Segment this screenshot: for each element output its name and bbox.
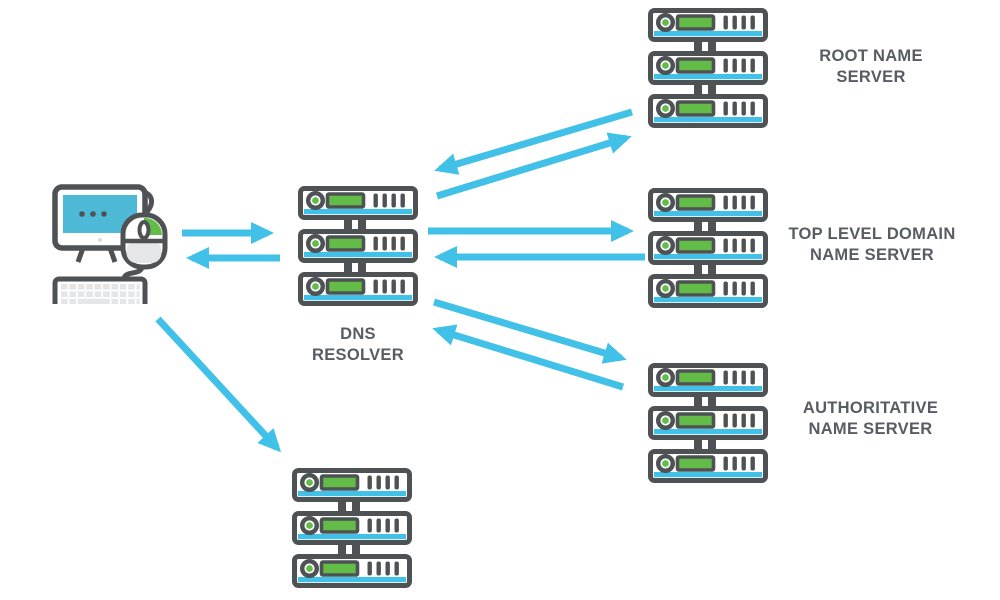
root-name-server-label: ROOT NAME SERVER [772, 46, 970, 88]
label-line: ROOT NAME [819, 47, 923, 65]
arrow-client-to-extra [155, 316, 282, 453]
label-line: DNS [340, 325, 376, 343]
mouse-icon [120, 212, 168, 270]
authoritative-name-server-label: AUTHORITATIVE NAME SERVER [768, 398, 973, 440]
extra-server-stack-icon [292, 468, 412, 588]
label-line: TOP LEVEL DOMAIN [788, 225, 956, 243]
label-line: NAME SERVER [809, 246, 935, 264]
client-computer-icon [52, 184, 168, 304]
label-line: NAME SERVER [808, 420, 933, 438]
arrow-resolver-to-authoritative [432, 298, 627, 364]
keyboard-icon [52, 276, 148, 304]
dns-resolver-server-stack-icon [298, 186, 418, 306]
arrow-resolver-to-root [435, 132, 632, 200]
tld-name-server-stack-icon [648, 188, 768, 308]
authoritative-name-server-stack-icon [648, 363, 768, 483]
dns-resolver-label: DNS RESOLVER [283, 324, 433, 366]
arrow-root-to-resolver [434, 108, 633, 175]
label-line: SERVER [836, 68, 906, 86]
tld-name-server-label: TOP LEVEL DOMAIN NAME SERVER [766, 224, 978, 266]
arrow-authoritative-to-resolver [432, 324, 625, 391]
root-name-server-stack-icon [648, 8, 768, 128]
label-line: AUTHORITATIVE [802, 399, 939, 417]
label-line: RESOLVER [312, 346, 404, 364]
